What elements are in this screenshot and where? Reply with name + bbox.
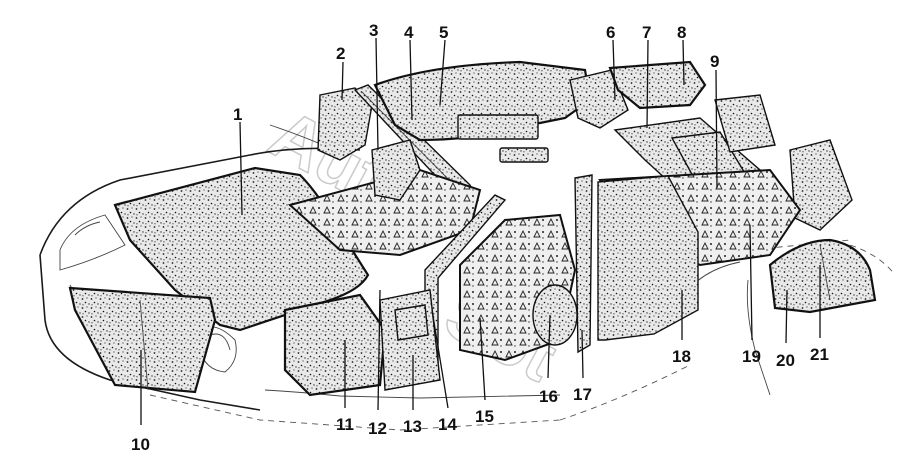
- part-6-panel: [569, 69, 629, 129]
- part-3-console: [371, 139, 421, 201]
- part-5-small-pad: [499, 147, 549, 163]
- label-13: 13: [403, 417, 422, 436]
- label-20: 20: [776, 351, 795, 370]
- label-12: 12: [368, 419, 387, 438]
- leader-lines: [140, 37, 821, 425]
- part-5-sunroof-cut: [457, 114, 539, 140]
- label-10: 10: [131, 435, 150, 454]
- part-18-rear-door-seal: [597, 175, 699, 341]
- label-18: 18: [672, 347, 691, 366]
- label-9: 9: [710, 52, 719, 71]
- label-1: 1: [233, 105, 242, 124]
- label-15: 15: [475, 407, 494, 426]
- part-11-fender-liner: [283, 293, 387, 397]
- part-8-parcel-shelf: [608, 60, 707, 110]
- label-16: 16: [539, 387, 558, 406]
- label-19: 19: [742, 347, 761, 366]
- label-3: 3: [369, 21, 378, 40]
- part-17-pillar-seal: [574, 174, 593, 354]
- label-6: 6: [606, 23, 615, 42]
- label-11: 11: [336, 415, 354, 434]
- callout-labels: 1 2 3 4 5 6 7 8 9 10 11 12 13 14 15 16 1…: [131, 21, 829, 454]
- part-rear-side-panel: [714, 94, 776, 153]
- label-14: 14: [438, 415, 457, 434]
- label-17: 17: [573, 385, 592, 404]
- part-13-wheelhouse-panel: [379, 289, 441, 391]
- label-4: 4: [404, 23, 414, 42]
- label-7: 7: [642, 23, 651, 42]
- part-10-bumper-pad: [68, 286, 217, 394]
- label-21: 21: [810, 345, 829, 364]
- label-8: 8: [677, 23, 686, 42]
- part-20-wheel-arch: [768, 238, 877, 314]
- part-12-small-pad: [394, 304, 429, 341]
- part-rear-wheelhouse-panel: [789, 139, 853, 231]
- label-5: 5: [439, 23, 448, 42]
- part-16-wheel-cover: [532, 284, 578, 346]
- part-2-panel: [317, 87, 373, 161]
- label-2: 2: [336, 44, 345, 63]
